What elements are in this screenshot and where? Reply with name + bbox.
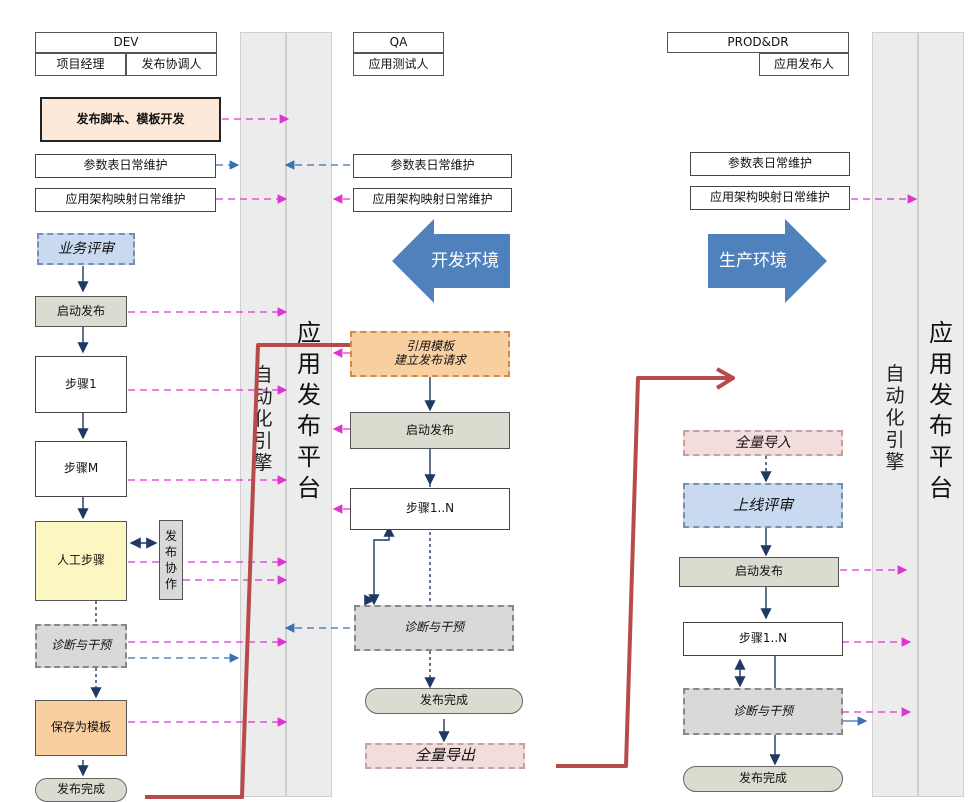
engine-right-char: 化: [885, 407, 905, 429]
prod-start-release: 启动发布: [679, 557, 839, 587]
prod-mapping-maintenance: 应用架构映射日常维护: [690, 186, 850, 210]
dev-release-collab: 发布协作: [159, 520, 183, 600]
prod-go-live-review: 上线评审: [683, 483, 843, 528]
dev-role-pm: 项目经理: [35, 53, 126, 76]
prod-diagnose-intervene: 诊断与干预: [683, 688, 843, 735]
qa-to-prod-path: [556, 376, 732, 768]
collab-char: 协: [164, 561, 177, 575]
dev-diagnose-intervene: 诊断与干预: [35, 624, 127, 668]
platform-right-char: 用: [929, 350, 953, 378]
platform-left-char: 应: [297, 319, 321, 347]
prod-env-label: 生产环境: [719, 251, 787, 272]
qa-start-release: 启动发布: [350, 412, 510, 449]
prod-full-import: 全量导入: [683, 430, 843, 456]
prod-role-publisher: 应用发布人: [759, 53, 849, 76]
automation-engine-band-right: [872, 32, 918, 797]
platform-right-char: 布: [929, 412, 953, 440]
engine-left-char: 引: [253, 430, 273, 452]
dev-params-maintenance: 参数表日常维护: [35, 154, 216, 178]
engine-right-char: 动: [885, 385, 905, 407]
release-platform-label-left: 应用发布平台: [292, 318, 326, 504]
prod-params-maintenance: 参数表日常维护: [690, 152, 850, 176]
dev-script-template-dev: 发布脚本、模板开发: [40, 97, 221, 142]
dev-to-qa-path: [145, 343, 390, 799]
qa-params-maintenance: 参数表日常维护: [353, 154, 512, 178]
qa-use-template-create-request: 引用模板 建立发布请求: [350, 331, 510, 377]
release-platform-band-left: [286, 32, 332, 797]
prod-env-arrow: [708, 219, 827, 303]
engine-right-char: 引: [885, 429, 905, 451]
release-platform-band-right: [918, 32, 964, 797]
platform-left-char: 台: [297, 474, 321, 502]
prod-header: PROD&DR: [667, 32, 849, 53]
engine-left-char: 擎: [253, 452, 273, 474]
release-platform-label-right: 应用发布平台: [924, 318, 958, 504]
dev-env-arrow: [392, 219, 510, 303]
qa-steps-1-n: 步骤1..N: [350, 488, 510, 530]
collab-char: 作: [164, 577, 177, 591]
collab-char: 布: [164, 545, 177, 559]
qa-template-line2: 建立发布请求: [393, 353, 466, 367]
platform-right-char: 台: [929, 474, 953, 502]
qa-header: QA: [353, 32, 444, 53]
qa-diagnose-intervene: 诊断与干预: [354, 605, 514, 651]
engine-left-char: 化: [253, 408, 273, 430]
qa-mapping-maintenance: 应用架构映射日常维护: [353, 188, 512, 212]
dev-mapping-maintenance: 应用架构映射日常维护: [35, 188, 216, 212]
prod-release-done: 发布完成: [683, 766, 843, 792]
dev-step-1: 步骤1: [35, 356, 127, 413]
platform-left-char: 发: [297, 381, 321, 409]
dev-business-review: 业务评审: [37, 233, 135, 265]
prod-steps-1-n: 步骤1..N: [683, 622, 843, 656]
qa-full-export: 全量导出: [365, 743, 525, 769]
dev-role-coordinator: 发布协调人: [126, 53, 217, 76]
qa-template-line1: 引用模板: [405, 339, 454, 354]
dev-release-done: 发布完成: [35, 778, 127, 802]
platform-left-char: 布: [297, 412, 321, 440]
collab-char: 发: [164, 529, 177, 543]
dev-manual-step: 人工步骤: [35, 521, 127, 601]
automation-engine-label-left: 自动化引擎: [250, 364, 276, 474]
dev-env-label: 开发环境: [431, 251, 499, 272]
platform-right-char: 发: [929, 381, 953, 409]
qa-release-done: 发布完成: [365, 688, 523, 714]
qa-role-tester: 应用测试人: [353, 53, 444, 76]
engine-right-char: 擎: [885, 451, 905, 473]
platform-left-char: 用: [297, 350, 321, 378]
dev-header: DEV: [35, 32, 217, 53]
platform-right-char: 应: [929, 319, 953, 347]
platform-right-char: 平: [929, 443, 953, 471]
dev-release-collab-label: 发布协作: [165, 528, 177, 592]
dev-save-as-template: 保存为模板: [35, 700, 127, 756]
dev-step-m: 步骤M: [35, 441, 127, 497]
platform-left-char: 平: [297, 443, 321, 471]
automation-engine-label-right: 自动化引擎: [882, 363, 908, 473]
engine-right-char: 自: [885, 363, 905, 385]
dev-start-release: 启动发布: [35, 296, 127, 327]
